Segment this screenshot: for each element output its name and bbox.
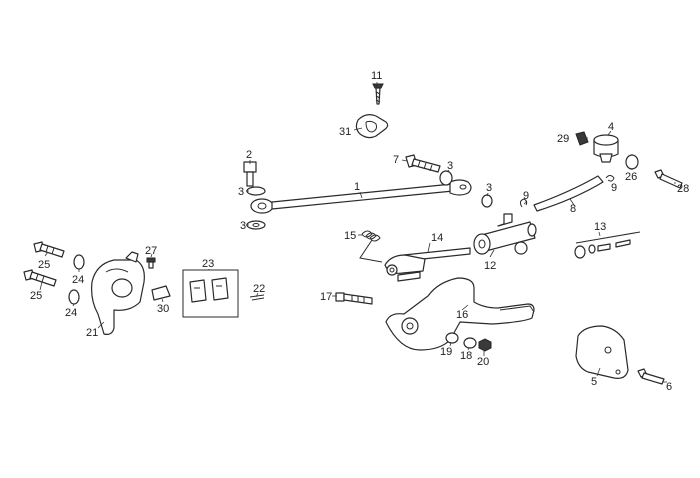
part-21-caliper [91,251,145,335]
label-14: 14 [431,232,443,244]
part-4-reservoir [593,134,619,163]
label-18: 18 [460,350,472,362]
part-14-push-rod [384,247,471,282]
part-27-bleed-screw [146,257,156,269]
label-24-b: 24 [65,307,77,319]
label-1: 1 [354,181,360,193]
part-8-hose [533,175,604,212]
label-27: 27 [145,245,157,257]
part-24-washer-lower [68,289,80,305]
label-20: 20 [477,356,489,368]
label-30: 30 [157,303,169,315]
part-20-nut [478,338,492,352]
callout-labels: 11 31 2 3 3 1 7 3 3 9 8 29 4 9 26 28 13 … [30,70,689,393]
label-4: 4 [608,121,614,133]
part-18-washer [463,337,477,349]
part-29-bracket [575,131,589,146]
label-29: 29 [557,133,569,145]
label-3-c: 3 [447,160,453,172]
label-28: 28 [677,183,689,195]
part-3-washer-top [246,186,266,196]
part-13-piston-kit [574,231,641,259]
part-11-screw [372,83,384,105]
part-2-bolt [243,161,257,187]
label-3-a: 3 [238,186,244,198]
part-3-washer-right [439,170,453,186]
part-5-guard [575,325,629,379]
label-5: 5 [591,376,597,388]
part-3-washer-bottom [246,220,266,230]
part-23-brake-pads [182,269,239,318]
part-15-spring [359,230,383,263]
part-16-brake-pedal [385,277,535,351]
label-12: 12 [484,260,496,272]
leader-lines [39,82,676,383]
part-6-screw [637,368,665,385]
label-17: 17 [320,291,332,303]
part-12-master-cylinder [473,213,537,255]
label-25-a: 25 [38,259,50,271]
label-2: 2 [246,149,252,161]
label-24-a: 24 [72,274,84,286]
label-15: 15 [344,230,356,242]
part-3-washer-far [481,194,493,208]
part-9-clip [519,175,615,208]
label-13: 13 [594,221,606,233]
part-24-washer-upper [73,254,85,270]
part-25-bolt-lower [23,269,57,287]
label-3-d: 3 [486,182,492,194]
label-21: 21 [86,327,98,339]
part-26-washer [625,154,639,170]
label-3-b: 3 [240,220,246,232]
label-19: 19 [440,346,452,358]
label-16: 16 [456,309,468,321]
part-7-bolt [405,154,441,173]
label-23: 23 [202,258,214,270]
label-26: 26 [625,171,637,183]
label-8: 8 [570,203,576,215]
part-22-pin [249,294,265,301]
label-9-a: 9 [523,190,529,202]
label-6: 6 [666,381,672,393]
part-17-bolt [335,292,373,305]
label-25-b: 25 [30,290,42,302]
part-28-bolt [654,169,683,189]
part-30-spring-plate [151,285,171,301]
part-19-washer [445,332,459,344]
part-31-clamp [355,114,389,139]
label-7: 7 [393,154,399,166]
label-22: 22 [253,283,265,295]
part-25-bolt-upper [33,241,65,258]
label-31: 31 [339,126,351,138]
part-1-rod [250,179,472,214]
label-9-b: 9 [611,182,617,194]
label-11: 11 [371,70,382,82]
